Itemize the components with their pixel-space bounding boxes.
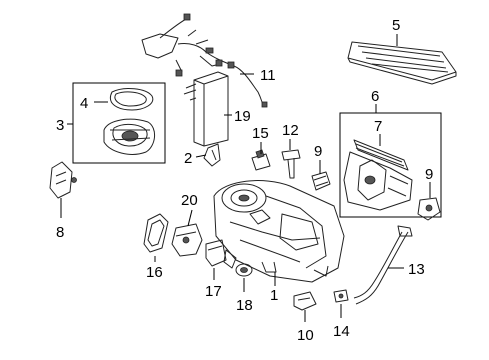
gasket	[143, 213, 169, 253]
fitting	[333, 289, 349, 303]
callout-8: 8	[56, 224, 64, 241]
wiring-harness	[141, 13, 268, 108]
callout-1: 1	[270, 287, 278, 304]
callout-5: 5	[392, 17, 400, 34]
grommet	[235, 263, 253, 277]
air-filter	[347, 41, 457, 85]
drain-hose	[353, 225, 413, 305]
control-module	[205, 239, 227, 267]
blower-motor	[103, 88, 155, 155]
hvac-housing	[213, 180, 345, 283]
heater-frame	[339, 112, 442, 218]
callout-3: 3	[56, 117, 64, 134]
blower-resistor	[311, 171, 331, 191]
callout-7: 7	[374, 118, 382, 135]
temp-sensor	[281, 149, 301, 179]
callout-18: 18	[236, 297, 253, 314]
callout-12: 12	[282, 122, 299, 139]
callout-14: 14	[333, 323, 350, 340]
callout-15: 15	[252, 125, 269, 142]
callout-2: 2	[184, 150, 192, 167]
callout-20: 20	[181, 192, 198, 209]
callout-19: 19	[234, 108, 251, 125]
callout-labels: 5 11 4 3 6 7 19 2 15 12 9 9 8 20 16 17 1…	[56, 17, 433, 344]
harness-connector	[293, 291, 317, 311]
callout-11: 11	[260, 67, 276, 84]
callout-4: 4	[80, 95, 88, 112]
connector-right	[417, 197, 441, 221]
mode-actuator	[171, 223, 203, 257]
evaporator-core	[183, 71, 229, 147]
heater-core	[343, 139, 413, 211]
clip	[203, 143, 221, 167]
actuator-small	[251, 149, 271, 171]
callout-9-right: 9	[425, 166, 433, 183]
callout-6: 6	[371, 88, 379, 105]
callout-10: 10	[297, 327, 314, 344]
callout-16: 16	[146, 264, 163, 281]
callout-9-center: 9	[314, 143, 322, 160]
leader-lines	[60, 34, 431, 322]
blower-frame	[72, 82, 166, 164]
callout-17: 17	[205, 283, 222, 300]
callout-13: 13	[408, 261, 425, 278]
mount-bracket	[49, 161, 77, 199]
